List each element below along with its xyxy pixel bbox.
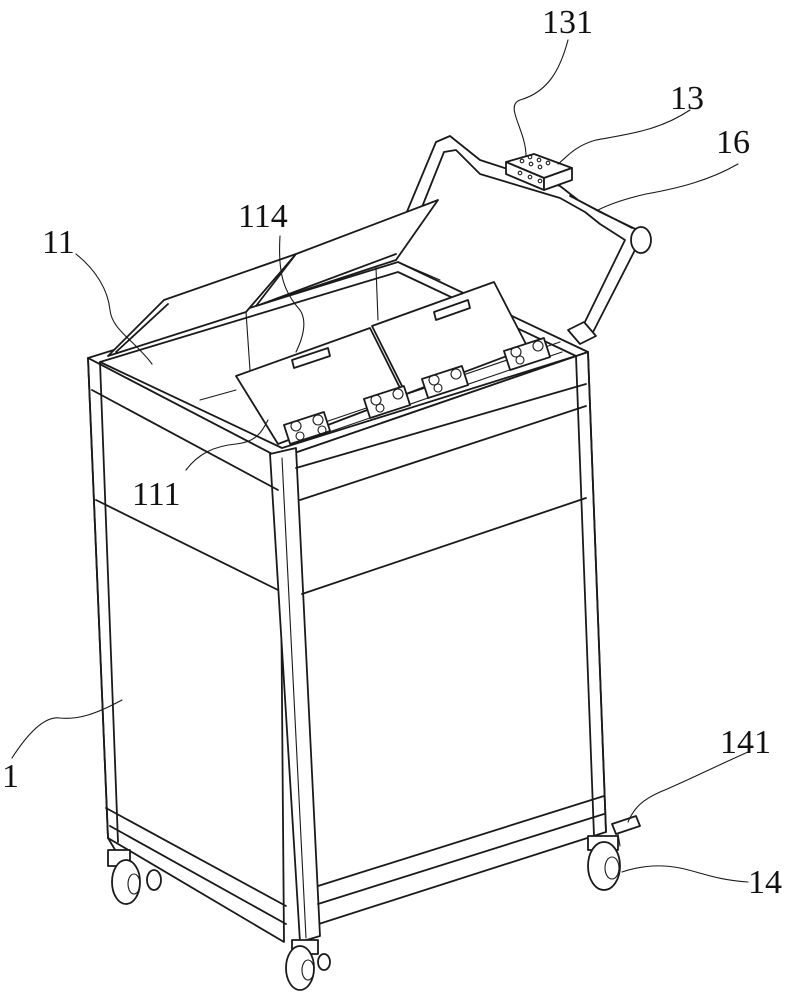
label-13: 13: [670, 80, 704, 117]
wheel-rear-left: [107, 849, 162, 905]
hinge-2: [363, 385, 411, 419]
label-16: 16: [716, 124, 750, 161]
hinge-4: [503, 337, 551, 371]
leader-lines: [11, 39, 749, 883]
label-131: 131: [542, 4, 593, 41]
label-141: 141: [720, 724, 771, 761]
brake-pedal: [611, 815, 641, 847]
label-1: 1: [2, 758, 19, 795]
wheel-front: [285, 939, 331, 991]
wheel-right: [587, 835, 621, 891]
label-11: 11: [42, 224, 75, 261]
left-lid: [107, 199, 439, 357]
caster-wheels: [107, 815, 641, 991]
hinge-1: [283, 411, 331, 445]
lid-handle-right: [433, 299, 471, 321]
lid-handle-left: [291, 347, 331, 369]
label-114: 114: [238, 198, 288, 235]
control-buttons: [517, 154, 551, 184]
inner-compartments: [199, 261, 441, 401]
hinge-3: [421, 365, 469, 399]
label-14: 14: [748, 864, 782, 901]
hinges: [283, 337, 563, 445]
control-box: [505, 153, 573, 191]
label-111: 111: [132, 476, 181, 513]
